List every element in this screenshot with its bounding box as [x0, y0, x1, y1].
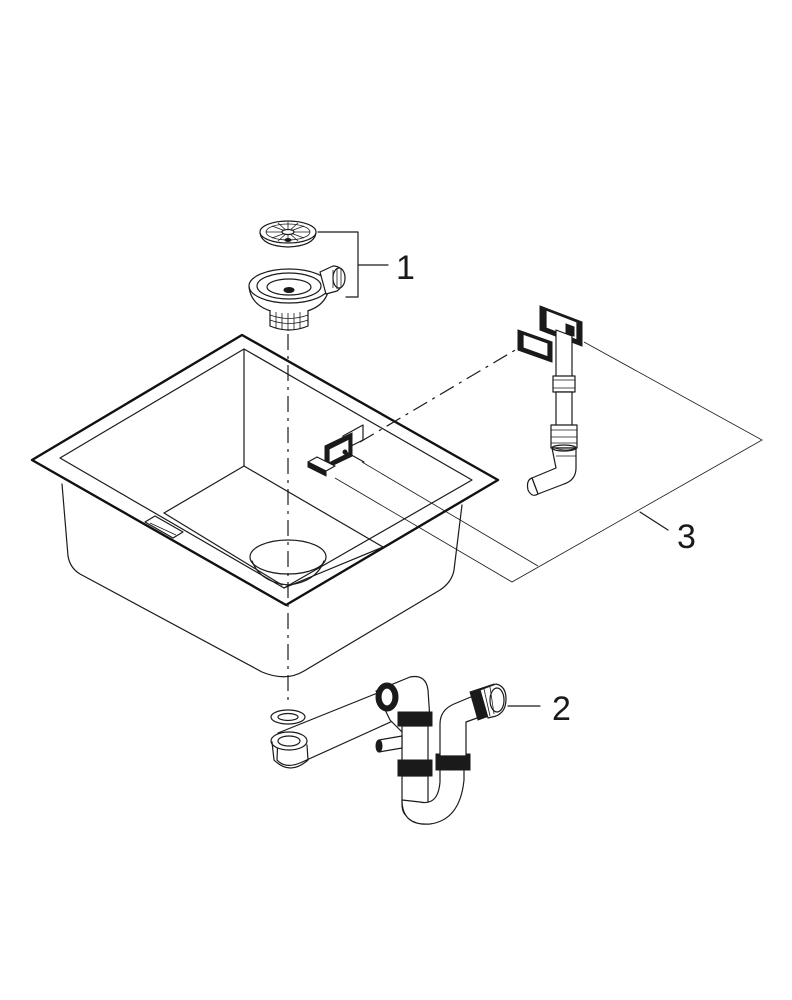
callout-1: 1: [396, 249, 415, 287]
callout-3-frame: [334, 341, 763, 583]
callout-3-leader: [639, 511, 669, 531]
overflow-set-part: [307, 305, 763, 583]
callout-3: 3: [677, 518, 696, 556]
trap-washer: [270, 709, 306, 725]
strainer-plug: [259, 220, 317, 248]
trap-body: [375, 675, 433, 819]
siphon-trap-part: [270, 675, 541, 825]
basket-strainer-part: [248, 220, 389, 331]
drain-body: [248, 265, 346, 331]
overflow-frame: [517, 329, 553, 363]
trap-inlet-elbow: [439, 683, 507, 757]
waste-arm: [270, 691, 396, 769]
overflow-alignment-line: [359, 345, 523, 443]
overflow-pipe: [526, 305, 583, 496]
callout-2: 2: [552, 690, 571, 728]
callout-3-guide: [361, 461, 539, 567]
sink-basin: [30, 333, 500, 678]
overflow-cover-mounted: [307, 432, 365, 477]
callout-1-leader: [317, 231, 389, 298]
